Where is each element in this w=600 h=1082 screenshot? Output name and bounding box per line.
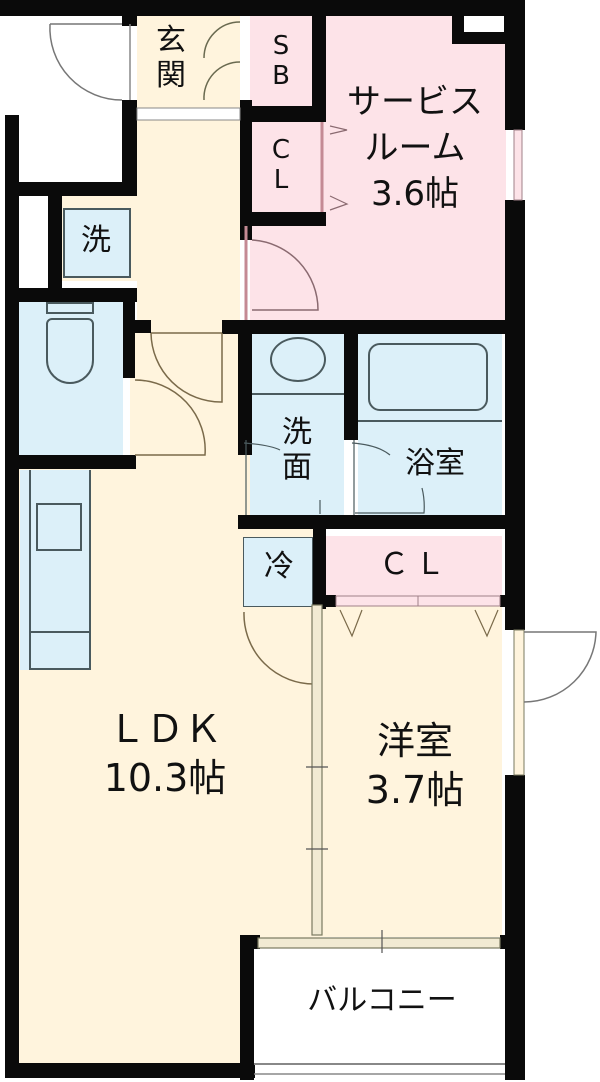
washer-alcove-top <box>5 182 137 196</box>
hall-door-area <box>130 320 240 465</box>
washbasin-counter-line <box>250 393 344 395</box>
bathroom-label: 浴室 <box>405 446 465 481</box>
fridge-label: 冷 <box>264 549 294 584</box>
closet-door-left-post <box>320 595 336 607</box>
top-wall <box>0 0 525 16</box>
toilet-bottom-wall <box>5 455 136 469</box>
fridge-right-wall <box>313 529 326 609</box>
right-wall-lower <box>505 775 525 1080</box>
wash-bath-divider <box>344 320 358 440</box>
western-room-label: 洋室 3.7帖 <box>365 719 465 813</box>
toilet-tank <box>46 302 94 314</box>
service-room-lower <box>250 226 330 320</box>
western-room-floor[interactable] <box>320 605 502 937</box>
shoe-box-floor <box>250 16 312 106</box>
western-closet-floor[interactable] <box>326 536 502 596</box>
notch-window <box>464 16 504 32</box>
hall-door-wall-left <box>135 320 151 333</box>
outer-left-wall <box>5 115 19 1075</box>
right-wall-mid <box>505 200 525 630</box>
washer-label: 洗 <box>81 223 111 258</box>
hall-right-wall <box>240 100 252 240</box>
toilet-right-wall <box>123 288 135 378</box>
wash-left-wall <box>238 320 252 455</box>
balcony-right-post <box>500 935 520 949</box>
bathtub <box>368 343 488 411</box>
service-bottom-wall <box>222 320 522 334</box>
balcony-corner-post <box>240 935 260 949</box>
entrance-pillar <box>122 100 137 195</box>
shoe-box-label: S B <box>272 31 290 91</box>
hallway-floor <box>137 120 240 320</box>
washbasin <box>270 337 326 382</box>
fridge-space[interactable] <box>243 537 313 607</box>
washer-alcove-left <box>48 196 62 290</box>
sb-divider <box>312 16 326 121</box>
washroom-label: 洗 面 <box>282 415 312 485</box>
ldk-label: ＬＤＫ 10.3帖 <box>103 707 227 801</box>
kitchen-counter-outline <box>29 470 91 670</box>
toilet-top-wall <box>5 288 137 302</box>
sb-bottom-wall <box>240 106 326 122</box>
balcony-label: バルコニー <box>307 983 457 1018</box>
bottom-wall <box>5 1063 255 1078</box>
cl-bottom-wall <box>240 212 326 226</box>
service-room-label: サービス ルーム 3.6帖 <box>347 82 483 214</box>
entrance-left-wall <box>122 16 137 26</box>
toilet-bowl <box>46 318 94 384</box>
western-closet-label: ＣＬ <box>379 547 451 582</box>
service-room-floor[interactable] <box>326 16 506 320</box>
stove-divider <box>29 631 91 633</box>
ldk-lower-floor <box>16 935 244 1063</box>
washer-pan[interactable] <box>63 208 131 278</box>
balcony-left-wall <box>240 935 254 1080</box>
service-closet-floor <box>250 122 326 212</box>
right-wall-upper <box>505 0 525 130</box>
kitchen-sink <box>36 503 82 551</box>
entrance-label: 玄 関 <box>156 23 186 93</box>
closet-door-right-post <box>500 595 516 607</box>
wet-bottom-wall <box>238 515 523 529</box>
service-closet-label: C L <box>271 135 291 195</box>
bathtub-edge-line <box>358 420 502 422</box>
